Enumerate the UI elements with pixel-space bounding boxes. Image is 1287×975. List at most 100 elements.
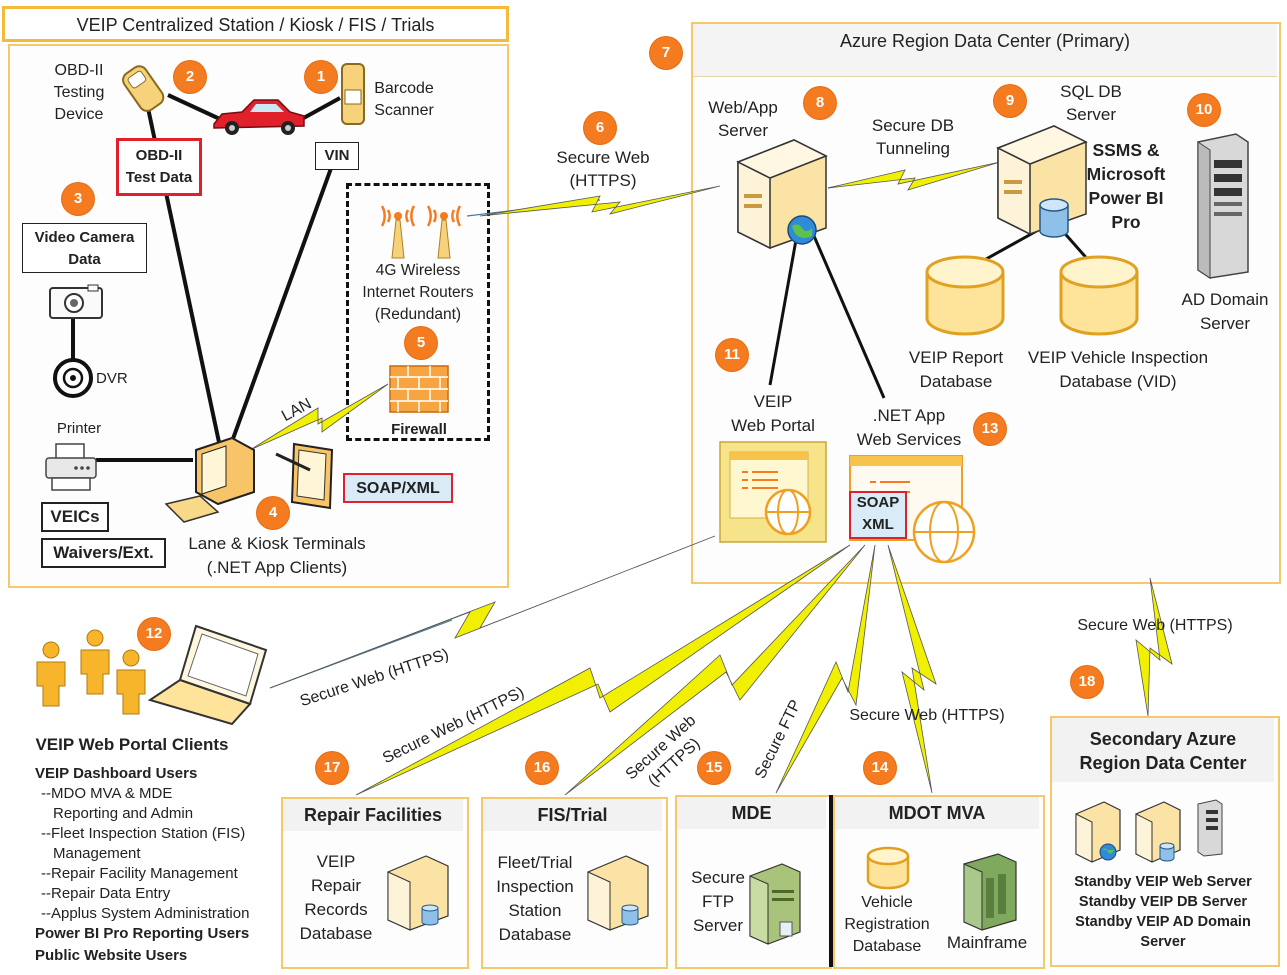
waivers-box [41, 538, 166, 568]
ad-server-icon [1197, 799, 1223, 857]
user-icon [36, 641, 66, 707]
bolt-secure-web-top [479, 185, 721, 217]
secondary-title: Secondary Azure Region Data Center [1079, 729, 1247, 773]
vin-box [315, 142, 359, 170]
fis-db-label: Fleet/Trial Inspection Station Database [496, 853, 574, 944]
dvr-icon [53, 358, 93, 398]
fis-title-bar [483, 799, 662, 831]
server-icon [587, 855, 649, 931]
user-icon [116, 649, 146, 715]
badge-12: 12 [138, 618, 170, 650]
client-item-fis: --Fleet Inspection Station (FIS) [41, 825, 246, 842]
badge-3: 3 [62, 183, 94, 215]
database-icon [925, 255, 1005, 336]
soap-xml-label: SOAP/XML [356, 480, 440, 497]
dvr-label: DVR [96, 370, 128, 387]
report-db-label: VEIP Report Database [908, 348, 1004, 391]
veics-label: VEICs [50, 507, 100, 526]
mde-server-label: Secure FTP Server [691, 868, 745, 935]
web-app-server-label: Web/App Server [708, 98, 778, 140]
bolt-mde [775, 544, 876, 794]
soap-xml-box [343, 473, 453, 503]
printer-label: Printer [56, 420, 102, 437]
router-icon [380, 205, 416, 259]
video-camera-data-label: Video Camera Data [34, 229, 135, 268]
bolt-repair [355, 544, 851, 796]
badge-6: 6 [584, 112, 616, 144]
ad-server-icon [1197, 133, 1249, 279]
client-item-powerbi: Power BI Pro Reporting Users [35, 925, 250, 942]
client-item-public: Public Website Users [35, 947, 188, 964]
secure-db-label: Secure DB Tunneling [871, 116, 955, 158]
obd-test-data-label: OBD-II Test Data [125, 147, 193, 186]
badge-8: 8 [804, 87, 836, 119]
webserver-to-portal-line [768, 239, 798, 386]
mva-title-bar [835, 797, 1039, 829]
car-to-scanner-line [299, 96, 341, 122]
web-services-label: .NET App Web Services [856, 406, 962, 449]
firewall-label: Firewall [391, 421, 447, 438]
client-item-management: Management [53, 845, 141, 862]
mainframe-icon [963, 853, 1017, 931]
printer-icon [45, 443, 97, 491]
badge-9: 9 [994, 85, 1026, 117]
database-icon [1039, 198, 1069, 238]
database-icon [866, 846, 910, 890]
mva-title: MDOT MVA [888, 803, 986, 823]
station-title-box [2, 6, 509, 42]
badge-16: 16 [526, 752, 558, 784]
bolt-mva [887, 544, 937, 794]
badge-11: 11 [716, 339, 748, 371]
server-icon [1135, 801, 1181, 863]
vin-label: VIN [324, 147, 350, 164]
secondary-title-bar [1052, 718, 1274, 782]
badge-10: 10 [1188, 94, 1220, 126]
repair-title-bar [283, 799, 463, 831]
client-item-dashboard: VEIP Dashboard Users [35, 765, 198, 782]
badge-5: 5 [405, 327, 437, 359]
obd-device-icon [122, 65, 165, 112]
keyboard-icon [164, 495, 220, 523]
obd-device-label: OBD-II Testing Device [53, 62, 105, 123]
ssms-label: SSMS & Microsoft Power BI Pro [1086, 140, 1166, 232]
car-icon [213, 99, 305, 135]
badge-4: 4 [257, 497, 289, 529]
clients-list: VEIP Dashboard Users --MDO MVA & MDE Rep… [35, 764, 249, 966]
badge-7: 7 [650, 37, 682, 69]
mva-db-label: Vehicle Registration Database [844, 894, 930, 955]
sql-server-label: SQL DB Server [1060, 82, 1122, 124]
barcode-scanner-label: Barcode Scanner [374, 80, 434, 119]
badge-14: 14 [864, 752, 896, 784]
mde-mva-divider [829, 795, 833, 967]
mde-title: MDE [731, 803, 772, 823]
camera-icon [49, 284, 103, 319]
secondary-https-label: Secure Web (HTTPS) [1077, 617, 1233, 634]
veics-box [41, 502, 109, 532]
badge-1: 1 [305, 61, 337, 93]
client-item-reporting: Reporting and Admin [53, 805, 194, 822]
badge-18: 18 [1071, 666, 1103, 698]
tablet-icon [275, 442, 334, 510]
obd-to-car-line [167, 93, 223, 122]
firewall-icon [389, 365, 449, 413]
client-item-mdo: --MDO MVA & MDE [41, 785, 173, 802]
server-icon [736, 139, 828, 250]
client-item-applus: --Applus System Administration [41, 905, 250, 922]
badge-17: 17 [316, 752, 348, 784]
mva-https-label: Secure Web (HTTPS) [849, 707, 1005, 724]
badge-2: 2 [174, 61, 206, 93]
routers-group-box [346, 183, 490, 441]
bolt-secondary [1135, 577, 1173, 717]
secure-web-top-label: Secure Web (HTTPS) [556, 148, 650, 190]
waivers-label: Waivers/Ext. [53, 543, 154, 562]
database-icon [1059, 255, 1139, 336]
terminals-label: Lane & Kiosk Terminals (.NET App Clients… [188, 534, 366, 577]
server-icon [387, 855, 449, 931]
globe-icon [787, 215, 817, 245]
router-icon [426, 205, 462, 259]
services-soap-xml-box [849, 491, 907, 539]
obd-test-data-box [116, 138, 202, 196]
web-portal-label: VEIP Web Portal [731, 392, 815, 435]
